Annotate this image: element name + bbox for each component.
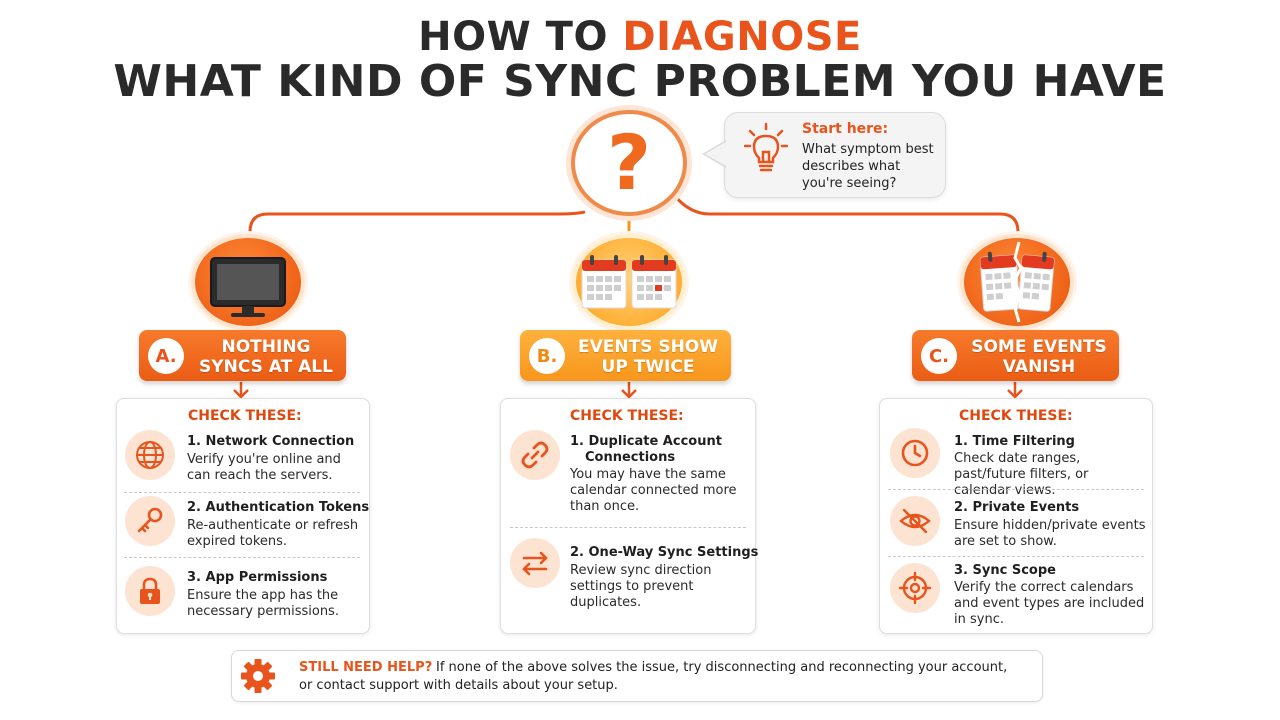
branch-a-banner[interactable]: A. NOTHING SYNCS AT ALL [139, 330, 346, 381]
branch-a-icon-circle [191, 234, 305, 330]
item-title: 2. Authentication Tokens [187, 500, 370, 515]
lightbulb-icon [744, 122, 788, 172]
branch-b-banner[interactable]: B. EVENTS SHOW UP TWICE [520, 330, 731, 381]
start-here-bubble [724, 112, 946, 198]
clock-icon [890, 428, 940, 478]
divider [888, 489, 1144, 490]
swap-arrows-icon [510, 538, 560, 588]
item-title: 1. Duplicate Account [570, 434, 722, 449]
item-desc: Verify the correct calendars and event t… [954, 580, 1145, 627]
connector-right [673, 195, 1020, 240]
bubble-tail-inner [705, 142, 726, 166]
gear-icon [241, 659, 275, 693]
broken-calendar-icon [979, 241, 1055, 323]
start-here-text: What symptom best describes what you're … [802, 142, 934, 191]
eye-off-icon [890, 496, 940, 546]
branch-a-check-title: CHECK THESE: [188, 408, 302, 424]
help-text-line-1: If none of the above solves the issue, t… [436, 660, 1008, 675]
globe-icon [125, 430, 175, 480]
target-icon [890, 563, 940, 613]
item-desc: Check date ranges, past/future filters, … [954, 451, 1089, 498]
branch-c-label: SOME EVENTS VANISH [971, 337, 1107, 377]
branch-b-check-title: CHECK THESE: [570, 408, 684, 424]
lock-icon [125, 566, 175, 616]
title-accent: DIAGNOSE [622, 14, 862, 60]
monitor-icon [210, 257, 286, 317]
connector-left [248, 210, 586, 244]
help-title: STILL NEED HELP? [299, 660, 433, 675]
branch-b-label: EVENTS SHOW UP TWICE [577, 337, 719, 377]
start-here-heading: Start here: [802, 121, 889, 137]
title-prefix: HOW TO [418, 14, 623, 60]
item-title: 1. Time Filtering [954, 434, 1075, 449]
page-title-line-1: HOW TO DIAGNOSE [0, 14, 1280, 60]
item-title-continued: Connections [585, 450, 676, 465]
divider [124, 492, 360, 493]
key-icon [125, 496, 175, 546]
still-need-help-box [231, 650, 1043, 702]
divider [888, 556, 1144, 557]
item-desc: Re-authenticate or refresh expired token… [187, 518, 359, 549]
link-icon [510, 430, 560, 480]
branch-a-letter: A. [148, 338, 184, 374]
arrow-a [233, 382, 249, 399]
branch-b-icon-circle [572, 234, 686, 330]
item-title: 2. Private Events [954, 500, 1080, 515]
divider [510, 527, 746, 528]
item-desc: Verify you're online and can reach the s… [187, 452, 341, 483]
question-mark-node: ? [571, 110, 687, 216]
item-title: 3. Sync Scope [954, 563, 1056, 578]
item-desc: Review sync direction settings to preven… [570, 563, 712, 610]
branch-c-check-title: CHECK THESE: [959, 408, 1073, 424]
branch-c-icon-circle [960, 234, 1074, 330]
branch-b-letter: B. [529, 338, 565, 374]
divider [124, 557, 360, 558]
question-mark-icon: ? [606, 118, 652, 207]
item-desc: Ensure the app has the necessary permiss… [187, 588, 339, 619]
branch-c-banner[interactable]: C. SOME EVENTS VANISH [912, 330, 1119, 381]
arrow-c [1007, 382, 1023, 399]
item-desc: You may have the same calendar connected… [570, 467, 737, 514]
help-text-line-2: or contact support with details about yo… [299, 678, 618, 693]
item-desc: Ensure hidden/private events are set to … [954, 518, 1146, 549]
item-title: 3. App Permissions [187, 570, 328, 585]
branch-c-letter: C. [921, 338, 957, 374]
page-title-line-2: WHAT KIND OF SYNC PROBLEM YOU HAVE [113, 56, 1167, 107]
double-calendar-icon [581, 255, 677, 309]
item-title: 1. Network Connection [187, 434, 355, 449]
branch-a-label: NOTHING SYNCS AT ALL [199, 337, 333, 377]
item-title: 2. One-Way Sync Settings [570, 545, 759, 560]
arrow-b [621, 382, 637, 399]
